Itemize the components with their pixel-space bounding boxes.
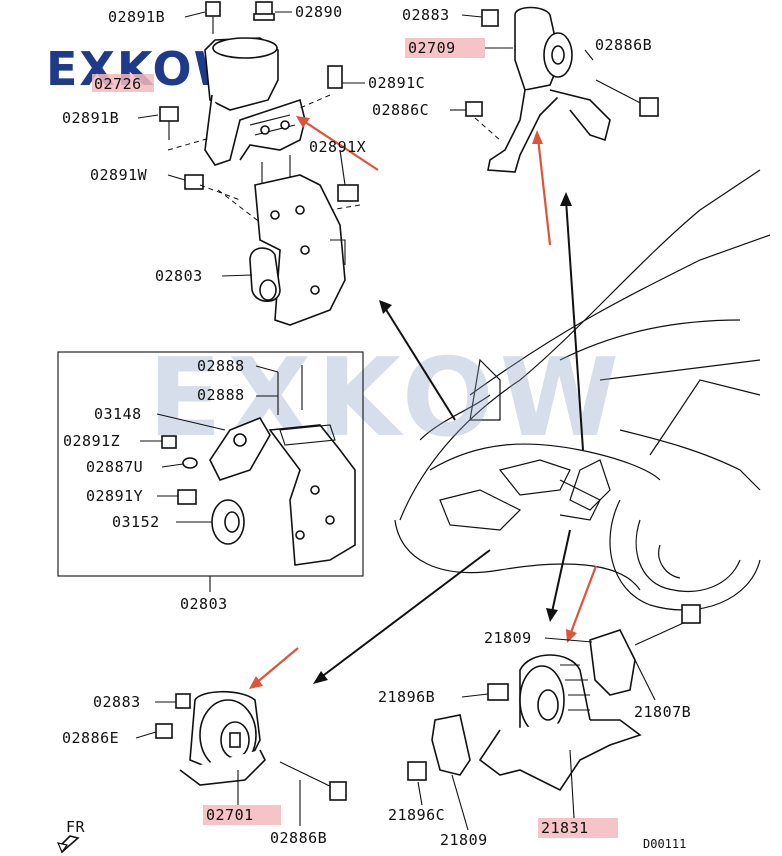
label-02888-a: 02888 bbox=[197, 357, 245, 375]
bolt-21807B bbox=[634, 619, 691, 646]
nut-02883-top bbox=[481, 9, 499, 27]
label-02886B-bottom: 02886B bbox=[270, 829, 327, 847]
label-02891X: 02891X bbox=[309, 138, 366, 156]
nut-02883-bottom bbox=[175, 693, 191, 709]
bolt-02891W bbox=[184, 174, 204, 190]
bolt-02891Z bbox=[161, 435, 177, 449]
bolt-02891B-mid bbox=[159, 106, 179, 122]
label-03152: 03152 bbox=[112, 513, 160, 531]
label-02883-bottom: 02883 bbox=[93, 693, 141, 711]
label-21809-top: 21809 bbox=[484, 629, 532, 647]
label-02883-top: 02883 bbox=[402, 6, 450, 24]
bottom-left-mount-assembly bbox=[155, 690, 347, 801]
black-arrows bbox=[313, 192, 584, 684]
bolt-02886C bbox=[465, 101, 483, 117]
part-labels: 02891B 02890 02726 02891C 02891B 02891X … bbox=[62, 3, 691, 851]
label-02803-box: 02803 bbox=[180, 595, 228, 613]
leader-lines bbox=[135, 11, 656, 831]
highlight-02726 bbox=[92, 74, 154, 92]
red-arrows bbox=[249, 116, 598, 689]
label-02891B-top: 02891B bbox=[108, 8, 165, 26]
label-02726: 02726 bbox=[94, 75, 142, 93]
bottom-right-mount-assembly bbox=[407, 604, 701, 792]
label-21831: 21831 bbox=[541, 819, 589, 837]
front-direction-indicator bbox=[56, 835, 80, 854]
label-02709: 02709 bbox=[408, 39, 456, 57]
top-right-mount-assembly bbox=[465, 6, 659, 173]
bolt-02886B-bottom bbox=[279, 761, 339, 791]
label-02803-top: 02803 bbox=[155, 267, 203, 285]
label-21896C: 21896C bbox=[388, 806, 445, 824]
car-body-outline bbox=[394, 169, 771, 611]
bolt-02891X bbox=[337, 184, 359, 202]
top-left-mount-assembly bbox=[159, 1, 361, 326]
bracket-02803-box bbox=[268, 424, 356, 566]
bracket-03148 bbox=[209, 417, 271, 481]
nut-21896C bbox=[407, 761, 427, 781]
label-02701: 02701 bbox=[206, 806, 254, 824]
label-02891W: 02891W bbox=[90, 166, 148, 184]
washer-02887U bbox=[182, 457, 198, 469]
label-02886C: 02886C bbox=[372, 101, 429, 119]
label-21807B: 21807B bbox=[634, 703, 691, 721]
label-02890: 02890 bbox=[295, 3, 343, 21]
label-02891Y: 02891Y bbox=[86, 487, 143, 505]
label-02891Z: 02891Z bbox=[63, 432, 120, 450]
plate-21809-bottom bbox=[431, 714, 471, 776]
nut-21896B bbox=[487, 683, 509, 701]
bolt-02891B-top bbox=[205, 1, 221, 17]
label-02891C: 02891C bbox=[368, 74, 425, 92]
plate-21809-top bbox=[589, 629, 636, 696]
bolt-02886E bbox=[155, 723, 173, 739]
highlight-02709 bbox=[405, 38, 485, 58]
label-03148: 03148 bbox=[94, 405, 142, 423]
label-02886B-top: 02886B bbox=[595, 36, 652, 54]
bolt-02891Y bbox=[177, 489, 197, 505]
label-21809-bottom: 21809 bbox=[440, 831, 488, 849]
label-fr: FR bbox=[66, 818, 86, 836]
highlight-21831 bbox=[538, 818, 618, 838]
label-02886E: 02886E bbox=[62, 729, 119, 747]
highlight-02701 bbox=[203, 805, 281, 825]
label-02888-b: 02888 bbox=[197, 386, 245, 404]
diagram-code: D00111 bbox=[643, 837, 686, 851]
label-02891B-mid: 02891B bbox=[62, 109, 119, 127]
bolt-02891C bbox=[327, 65, 343, 89]
boxed-mount-parts bbox=[161, 365, 356, 566]
label-21896B: 21896B bbox=[378, 688, 435, 706]
label-02887U: 02887U bbox=[86, 458, 143, 476]
